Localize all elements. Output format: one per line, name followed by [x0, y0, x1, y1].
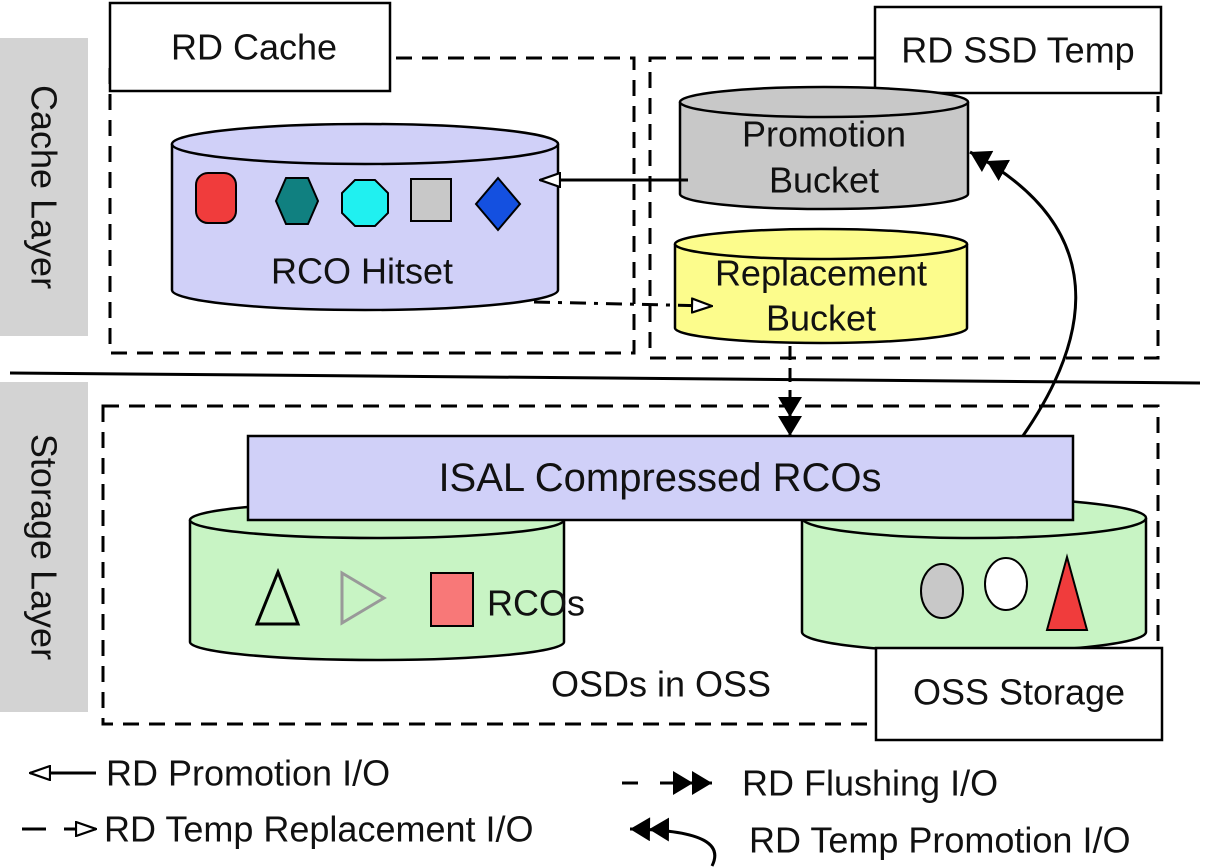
cache-layer-tab-bg	[0, 38, 88, 336]
cyan-octagon-icon	[341, 179, 389, 227]
replacement-bucket-label-line1: Replacement	[715, 253, 927, 294]
cache-layer-tab: Cache Layer	[0, 38, 88, 336]
oss-storage-label: OSS Storage	[913, 672, 1125, 713]
outline-ellipse-icon	[984, 557, 1028, 611]
rd-ssd-temp-title-box: RD SSD Temp	[873, 5, 1163, 95]
blue-diamond-icon	[474, 176, 522, 232]
storage-layer-tab: Storage Layer	[0, 382, 88, 712]
rco-hitset-top	[170, 122, 560, 166]
legend-temp-promotion-io: RD Temp Promotion I/O	[629, 817, 1130, 867]
outline-triangle-icon	[254, 567, 301, 626]
pink-square-icon	[430, 572, 474, 627]
replacement-bucket-body	[673, 244, 969, 345]
rd-cache-title-frame	[108, 1, 392, 93]
isal-compressed-bar-bg	[246, 434, 1075, 522]
legend-temp-replacement-label: RD Temp Replacement I/O	[104, 809, 534, 850]
gray-ellipse-icon	[920, 563, 964, 619]
promotion-bucket-label-line1: Promotion	[742, 114, 906, 155]
replacement-bucket-top	[673, 227, 969, 261]
rcos-label: RCOs	[487, 583, 585, 624]
isal-compressed-bar: ISAL Compressed RCOs	[246, 434, 1075, 522]
legend-temp-promotion-label: RD Temp Promotion I/O	[749, 820, 1130, 861]
osds-in-oss-label: OSDs in OSS	[551, 664, 771, 705]
red-rounded-rect-icon	[195, 172, 237, 224]
legend: RD Promotion I/O RD Temp Replacement I/O…	[22, 753, 1130, 867]
isal-compressed-label: ISAL Compressed RCOs	[438, 456, 881, 500]
oss-storage-frame	[874, 646, 1164, 742]
rco-hitset-label: RCO Hitset	[271, 251, 453, 292]
legend-temp-promotion-arrow	[629, 817, 717, 867]
promotion-bucket-cylinder: Promotion Bucket	[678, 85, 970, 211]
gray-outline-triangle-icon	[340, 570, 387, 626]
temp-replacement-io-arrow	[533, 302, 712, 306]
legend-promotion-io: RD Promotion I/O	[30, 753, 390, 794]
rco-hitset-cylinder: RCO Hitset	[170, 122, 560, 312]
legend-flushing-io: RD Flushing I/O	[622, 763, 998, 804]
legend-promotion-label: RD Promotion I/O	[106, 753, 390, 794]
promotion-bucket-label-line2: Bucket	[769, 160, 879, 201]
layer-divider	[9, 371, 1201, 385]
red-cone-icon	[1045, 553, 1089, 631]
storage-layer-tab-bg	[0, 382, 88, 712]
legend-temp-replacement-io: RD Temp Replacement I/O	[22, 809, 534, 850]
promotion-bucket-top	[678, 85, 970, 119]
promotion-bucket-body	[678, 102, 970, 211]
gray-square-icon	[410, 178, 452, 222]
rd-cache-title: RD Cache	[171, 27, 337, 68]
legend-flushing-label: RD Flushing I/O	[742, 763, 998, 804]
osd-cylinder-left: RCOs	[188, 500, 585, 662]
cache-layer-label: Cache Layer	[24, 85, 65, 289]
rd-ssd-temp-title-frame	[873, 5, 1163, 95]
replacement-bucket-label-line2: Bucket	[766, 298, 876, 339]
replacement-bucket-cylinder: Replacement Bucket	[673, 227, 969, 345]
rd-cache-title-box: RD Cache	[108, 1, 392, 93]
teal-hexagon-icon	[274, 177, 320, 225]
rd-ssd-temp-region	[648, 56, 1160, 360]
oss-storage-box: OSS Storage	[874, 646, 1164, 742]
storage-region	[101, 404, 1160, 726]
storage-layer-label: Storage Layer	[24, 434, 65, 660]
rd-ssd-temp-title: RD SSD Temp	[901, 30, 1134, 71]
